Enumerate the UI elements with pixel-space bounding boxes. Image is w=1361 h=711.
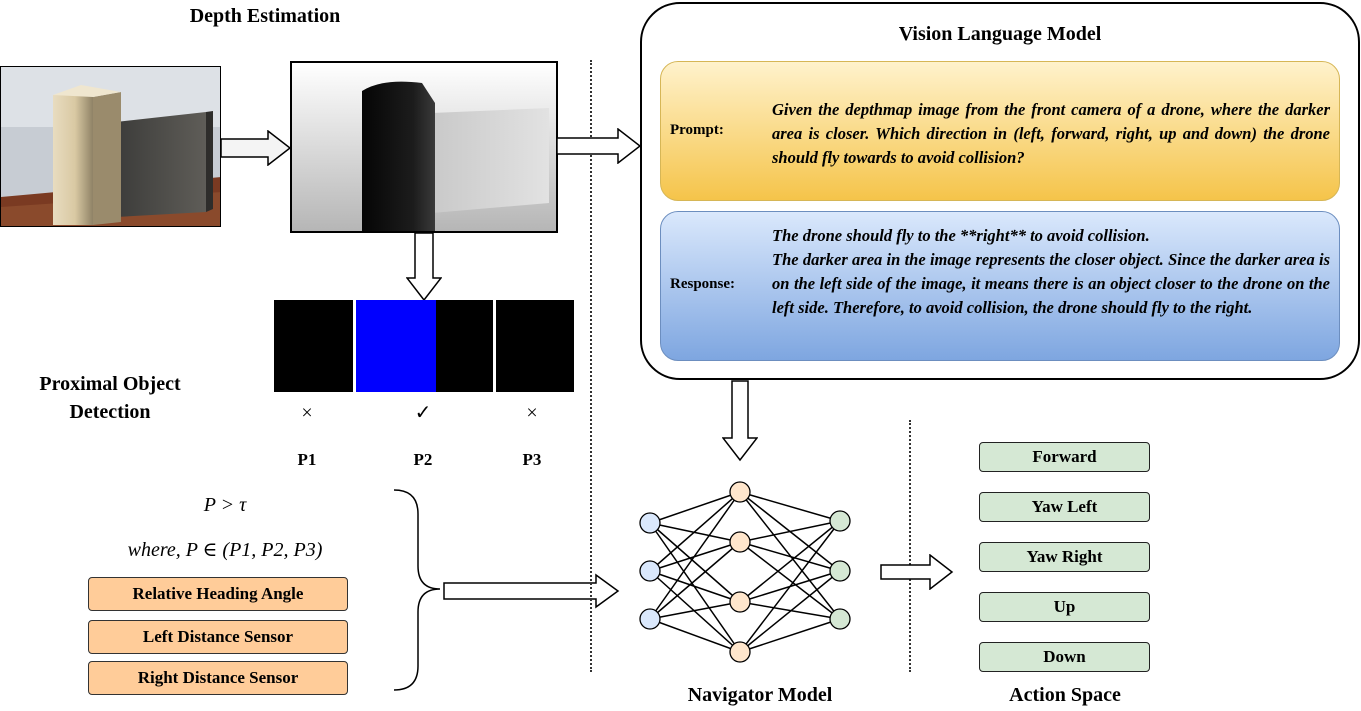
prompt-label: Prompt: xyxy=(670,122,724,138)
action-down: Down xyxy=(979,642,1150,672)
arrow-depth-to-detection xyxy=(406,232,442,302)
input-relative-heading-angle: Relative Heading Angle xyxy=(88,577,348,611)
response-first-line: The drone should fly to the **right** to… xyxy=(772,226,1150,245)
dotted-separator-right xyxy=(909,420,911,672)
proximal-detection-title: Proximal Object Detection xyxy=(10,370,210,426)
navigator-model-title: Navigator Model xyxy=(687,684,833,706)
action-space-title: Action Space xyxy=(1009,684,1121,706)
arrow-depth-to-vlm xyxy=(556,128,642,164)
depth-map-image xyxy=(290,61,558,233)
threshold-domain: where, P ∈ (P1, P2, P3) xyxy=(127,539,323,561)
p2-highlight-region xyxy=(356,300,436,392)
input-left-distance-sensor: Left Distance Sensor xyxy=(88,620,348,654)
arrow-rgb-to-depth xyxy=(220,130,292,166)
partition-divider-2 xyxy=(493,300,496,392)
action-up: Up xyxy=(979,592,1150,622)
response-label: Response: xyxy=(670,276,736,292)
input-right-distance-sensor: Right Distance Sensor xyxy=(88,661,348,695)
navigator-neural-network xyxy=(639,481,851,663)
p3-label: P3 xyxy=(522,450,542,469)
p1-cross-mark: × xyxy=(301,402,313,424)
rgb-camera-image xyxy=(0,66,221,227)
response-text-block: The drone should fly to the **right** to… xyxy=(772,224,1330,320)
prompt-text: Given the depthmap image from the front … xyxy=(772,100,1330,167)
vlm-title: Vision Language Model xyxy=(898,23,1102,45)
dotted-separator-left xyxy=(590,60,592,672)
response-box xyxy=(660,211,1340,361)
action-yaw-left: Yaw Left xyxy=(979,492,1150,522)
inputs-brace-and-arrow xyxy=(393,489,620,691)
arrow-vlm-to-navigator xyxy=(722,380,758,462)
proximal-title-line-1: Proximal Object xyxy=(39,373,181,395)
p2-label: P2 xyxy=(413,450,433,469)
p2-check-mark: ✓ xyxy=(414,402,432,424)
partition-divider-1 xyxy=(353,300,356,392)
proximal-detection-strip xyxy=(274,300,574,392)
arrow-navigator-to-actions xyxy=(880,554,954,590)
p1-label: P1 xyxy=(297,450,317,469)
response-explanation: The darker area in the image represents … xyxy=(772,250,1330,317)
prompt-box xyxy=(660,61,1340,201)
action-yaw-right: Yaw Right xyxy=(979,542,1150,572)
p3-cross-mark: × xyxy=(526,402,538,424)
depth-estimation-title: Depth Estimation xyxy=(189,5,341,27)
proximal-title-line-2: Detection xyxy=(69,401,151,423)
threshold-condition: P > τ xyxy=(203,494,247,516)
action-forward: Forward xyxy=(979,442,1150,472)
